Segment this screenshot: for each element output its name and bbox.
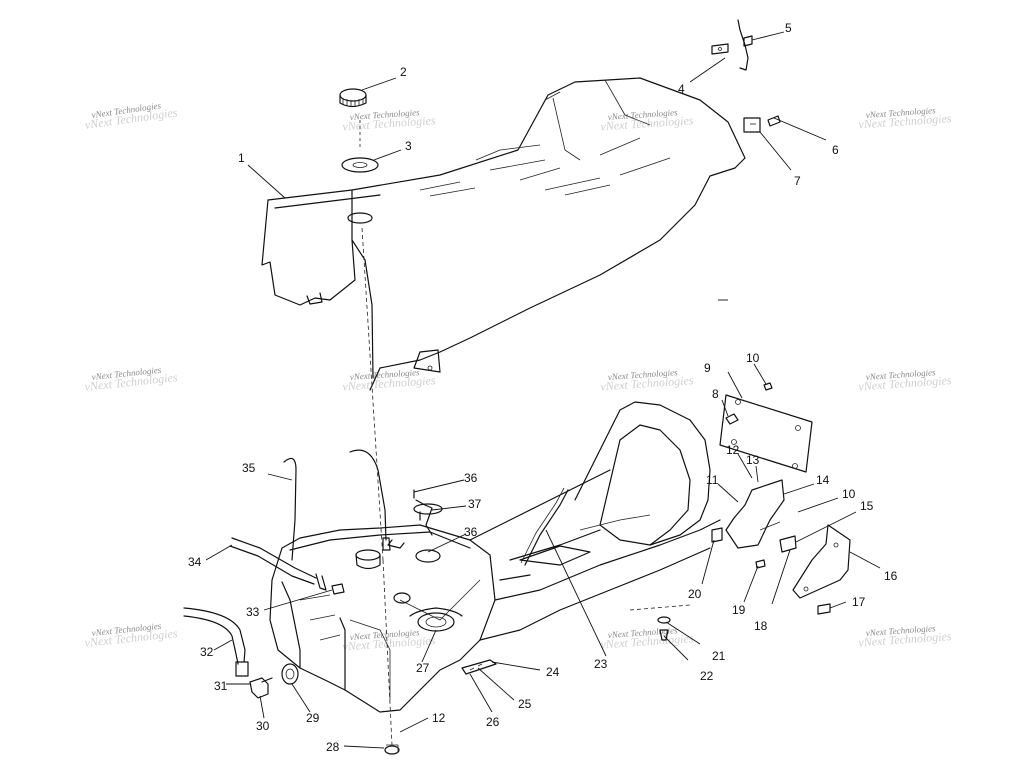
- screw-22: [659, 629, 669, 641]
- washer-21: [657, 616, 671, 624]
- bracket-14: [711, 479, 785, 549]
- fastener-8: [725, 413, 739, 425]
- svg-text:vNext Technologies: vNext Technologies: [607, 625, 678, 640]
- callout-14: 14: [816, 473, 830, 487]
- plate-9: [719, 394, 813, 473]
- callout-5: 5: [785, 21, 792, 35]
- svg-text:vNext Technologies: vNext Technologies: [858, 111, 952, 131]
- fastener-15: [779, 535, 797, 553]
- callout-10-bottom: 10: [842, 487, 856, 501]
- watermark: vNext Technologies vNext Technologies: [342, 367, 436, 393]
- callout-7: 7: [794, 174, 801, 188]
- callout-13: 13: [746, 453, 760, 467]
- callout-34: 34: [188, 555, 202, 569]
- callout-27: 27: [416, 661, 430, 675]
- callout-36-top: 36: [464, 471, 478, 485]
- callout-37: 37: [468, 497, 482, 511]
- callout-24: 24: [546, 665, 560, 679]
- svg-text:vNext Technologies: vNext Technologies: [349, 627, 420, 642]
- watermark: vNext Technologies vNext Technologies: [858, 367, 952, 393]
- cap-gasket: [341, 157, 379, 173]
- outlet-hose: [461, 659, 497, 675]
- callout-33: 33: [246, 605, 260, 619]
- callout-25: 25: [518, 697, 532, 711]
- callout-31: 31: [214, 679, 228, 693]
- watermarks: vNext Technologies vNext Technologies vN…: [84, 100, 952, 653]
- svg-text:vNext Technologies: vNext Technologies: [342, 113, 436, 133]
- callout-23: 23: [594, 657, 608, 671]
- callout-17: 17: [852, 595, 866, 609]
- seat: [261, 77, 746, 391]
- drain-elbow: [249, 677, 273, 699]
- callout-26: 26: [486, 715, 500, 729]
- svg-text:vNext Technologies: vNext Technologies: [349, 107, 420, 122]
- callout-22: 22: [700, 669, 714, 683]
- callout-1: 1: [238, 151, 245, 165]
- watermark: vNext Technologies vNext Technologies: [342, 107, 436, 133]
- callout-12-bottom: 12: [432, 711, 446, 725]
- callout-29: 29: [306, 711, 320, 725]
- svg-text:vNext Technologies: vNext Technologies: [600, 113, 694, 133]
- callout-32: 32: [200, 645, 214, 659]
- callout-3: 3: [405, 139, 412, 153]
- svg-text:vNext Technologies: vNext Technologies: [865, 623, 936, 638]
- svg-text:vNext Technologies: vNext Technologies: [607, 367, 678, 382]
- watermark: vNext Technologies vNext Technologies: [84, 621, 178, 650]
- svg-text:vNext Technologies: vNext Technologies: [349, 367, 420, 382]
- bracket-left: [711, 19, 753, 71]
- svg-text:vNext Technologies: vNext Technologies: [865, 367, 936, 382]
- watermark: vNext Technologies vNext Technologies: [84, 100, 179, 132]
- fuel-sender: [413, 489, 443, 536]
- svg-text:vNext Technologies: vNext Technologies: [600, 631, 694, 651]
- fastener-17: [817, 603, 831, 615]
- callout-36-bottom: 36: [464, 525, 478, 539]
- fastener-19: [755, 559, 766, 569]
- fuel-tank: [269, 401, 721, 713]
- watermark: vNext Technologies vNext Technologies: [600, 107, 694, 133]
- svg-text:vNext Technologies: vNext Technologies: [607, 107, 678, 122]
- vent-hose: [283, 449, 391, 561]
- watermark: vNext Technologies vNext Technologies: [600, 625, 694, 651]
- bracket-16: [792, 524, 851, 599]
- callout-15: 15: [860, 499, 874, 513]
- callout-12-top: 12: [726, 443, 740, 457]
- fuel-line: [229, 537, 327, 591]
- callout-10-top: 10: [746, 351, 760, 365]
- svg-text:vNext Technologies: vNext Technologies: [865, 105, 936, 120]
- callout-6: 6: [832, 143, 839, 157]
- callout-20: 20: [688, 587, 702, 601]
- svg-text:vNext Technologies: vNext Technologies: [342, 633, 436, 653]
- callout-18: 18: [754, 619, 768, 633]
- callout-16: 16: [884, 569, 898, 583]
- svg-text:vNext Technologies: vNext Technologies: [342, 373, 436, 393]
- bottom-fastener: [384, 744, 400, 755]
- fuel-cap: [339, 88, 367, 108]
- svg-text:vNext Technologies: vNext Technologies: [600, 373, 694, 393]
- callout-28: 28: [326, 740, 340, 754]
- callout-2: 2: [400, 65, 407, 79]
- watermark: vNext Technologies vNext Technologies: [84, 365, 178, 394]
- callout-11: 11: [706, 473, 719, 487]
- svg-text:vNext Technologies: vNext Technologies: [858, 629, 952, 649]
- callout-35: 35: [242, 461, 256, 475]
- callout-8: 8: [712, 387, 719, 401]
- fastener-10-top: [763, 382, 773, 391]
- watermark: vNext Technologies vNext Technologies: [342, 627, 436, 653]
- callout-21: 21: [712, 649, 726, 663]
- leader-lines: [205, 31, 881, 749]
- fitting-33: [331, 583, 345, 595]
- drain-hose: [183, 607, 249, 677]
- callout-9: 9: [704, 361, 711, 375]
- callout-30: 30: [256, 719, 270, 733]
- callout-19: 19: [732, 603, 746, 617]
- callouts: 1 2 3 4 5 6 7 8 9 10 10 11 12 12 13 14 1…: [188, 21, 898, 754]
- watermark: vNext Technologies vNext Technologies: [858, 105, 952, 131]
- watermark: vNext Technologies vNext Technologies: [600, 367, 694, 393]
- drain-fitting: [281, 663, 299, 685]
- watermark: vNext Technologies vNext Technologies: [858, 623, 952, 649]
- callout-4: 4: [678, 82, 685, 96]
- svg-text:vNext Technologies: vNext Technologies: [858, 373, 952, 393]
